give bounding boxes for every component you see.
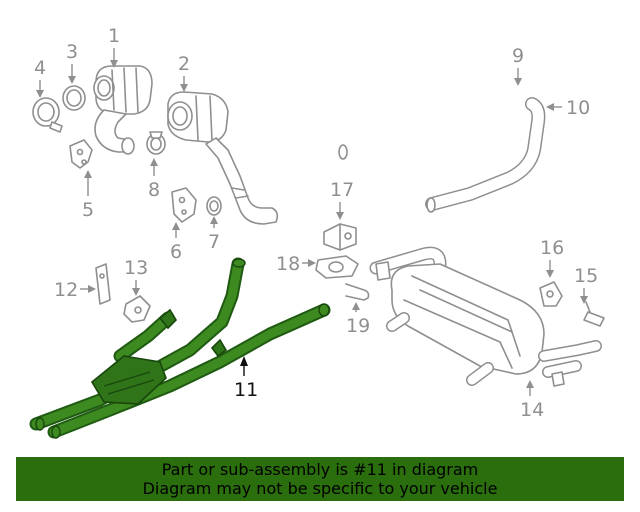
callout-label: 19 (346, 315, 370, 337)
exhaust-parts-diagram: 1 2 3 4 5 (29, 25, 605, 439)
callout-label: 2 (178, 53, 190, 75)
callout-label: 3 (66, 41, 78, 63)
callout-label: 11 (234, 379, 258, 401)
banner-line-1: Part or sub-assembly is #11 in diagram (161, 460, 479, 479)
part-16-damper[interactable] (539, 281, 563, 307)
part-2-catalytic-converter[interactable] (167, 91, 279, 225)
callout-label: 10 (566, 97, 590, 119)
diagram-note-banner: Part or sub-assembly is #11 in diagram D… (16, 457, 624, 501)
callout-9: 9 (512, 45, 524, 86)
part-14-rear-muffler[interactable] (369, 246, 602, 387)
callout-8: 8 (148, 158, 160, 201)
callout-label: 1 (108, 25, 120, 47)
callout-18: 18 (276, 253, 316, 275)
callout-label: 14 (520, 399, 544, 421)
part-5-bracket[interactable] (69, 139, 93, 169)
part-11-front-pipe-assembly[interactable] (29, 257, 331, 439)
part-7-seal[interactable] (206, 196, 222, 216)
part-19-u-clip[interactable] (345, 283, 370, 301)
callout-12: 12 (54, 279, 96, 301)
part-17-actuator[interactable] (323, 223, 357, 251)
part-10-pipe[interactable] (425, 97, 546, 213)
callout-label: 15 (574, 265, 598, 287)
callout-label: 4 (34, 57, 46, 79)
callout-16: 16 (540, 237, 564, 278)
callout-15: 15 (574, 265, 598, 304)
callout-10: 10 (546, 97, 590, 119)
part-6-bracket[interactable] (171, 187, 197, 223)
part-3-gasket[interactable] (62, 85, 86, 111)
callout-label: 16 (540, 237, 564, 259)
callout-label: 8 (148, 179, 160, 201)
callout-3: 3 (66, 41, 78, 84)
part-8-clamp[interactable] (146, 131, 166, 155)
callout-17: 17 (330, 179, 354, 220)
banner-line-2: Diagram may not be specific to your vehi… (142, 479, 498, 498)
callout-label: 5 (82, 199, 94, 221)
callout-4: 4 (34, 57, 46, 98)
callout-label: 7 (208, 231, 220, 253)
callout-5: 5 (82, 170, 94, 221)
callout-14: 14 (520, 380, 544, 421)
callout-19: 19 (346, 302, 370, 337)
callout-label: 9 (512, 45, 524, 67)
callout-label: 17 (330, 179, 354, 201)
callout-label: 13 (124, 257, 148, 279)
callout-7: 7 (208, 216, 220, 253)
callout-1: 1 (108, 25, 120, 68)
part-13-mount[interactable] (123, 295, 151, 323)
callout-2: 2 (178, 53, 190, 92)
callout-6: 6 (170, 222, 182, 263)
part-12-hanger[interactable] (95, 263, 111, 305)
part-15-clip[interactable] (583, 301, 605, 327)
callout-13: 13 (124, 257, 148, 296)
callout-label: 18 (276, 253, 300, 275)
callout-11: 11 (234, 356, 258, 401)
callout-label: 6 (170, 241, 182, 263)
callout-label: 12 (54, 279, 78, 301)
part-1-catalytic-converter[interactable] (93, 65, 153, 155)
part-9-pipe[interactable] (338, 86, 530, 160)
part-4-clamp[interactable] (32, 97, 63, 133)
part-18-gasket-plate[interactable] (315, 255, 359, 279)
